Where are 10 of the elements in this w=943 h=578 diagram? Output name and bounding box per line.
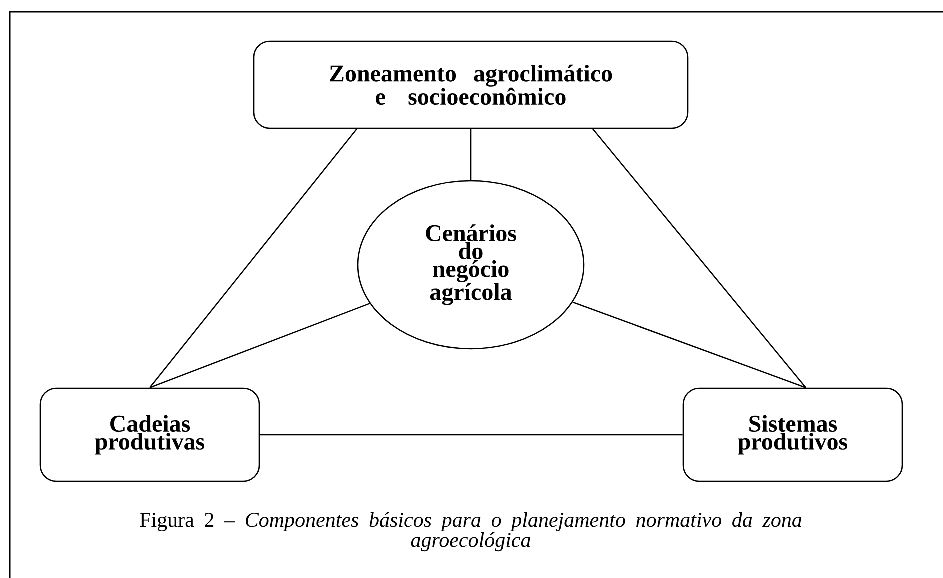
connector-line xyxy=(150,303,370,388)
connector-line xyxy=(150,128,358,388)
figure-caption: Figura 2 – Componentes básicos para o planejamento normativo da zona agroecológica xyxy=(140,512,802,552)
process-box: Cadeias produtivas xyxy=(40,388,260,482)
connector-line xyxy=(470,129,472,180)
connector-line xyxy=(572,302,806,388)
process-box: Sistemas produtivos xyxy=(682,388,904,482)
process-box: Zoneamento agroclimático e socioeconômico xyxy=(253,40,689,130)
connector-line xyxy=(260,434,683,436)
connector-line xyxy=(592,128,806,388)
